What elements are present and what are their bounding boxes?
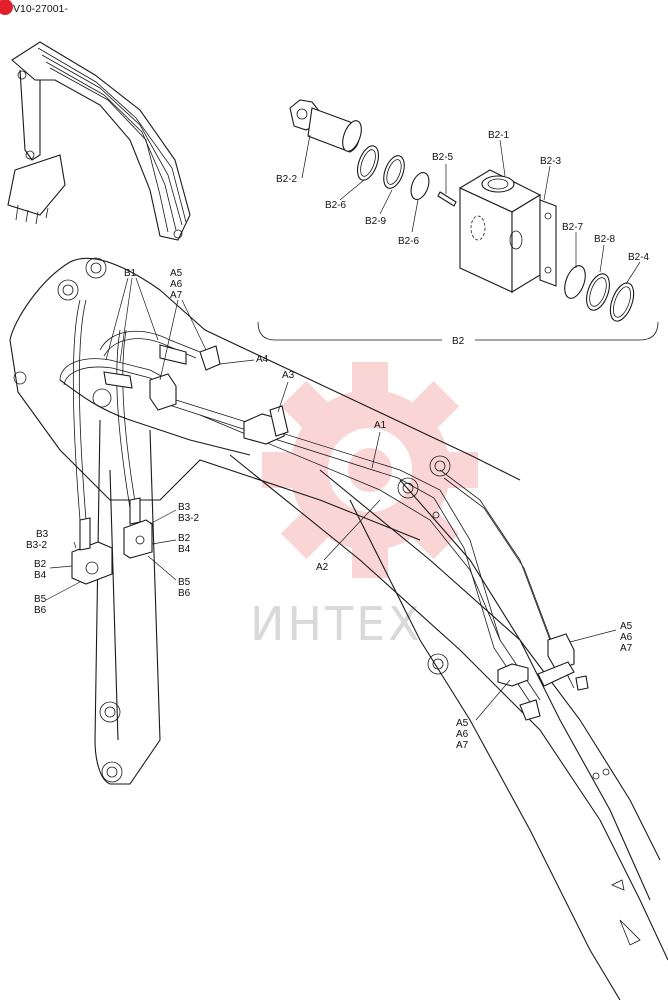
header-serial: V10-27001- [13, 3, 68, 15]
label-b2-5: B2-5 [432, 152, 454, 163]
label-b2-mid: B2 [178, 533, 191, 544]
label-b2-9: B2-9 [365, 216, 387, 227]
part-b2-3-bracket [539, 199, 557, 287]
label-b3-left: B3 [36, 529, 49, 540]
label-a5-right: A5 [620, 621, 633, 632]
label-a7-low: A7 [456, 740, 469, 751]
label-b4-mid: B4 [178, 544, 191, 555]
part-b2-7-oring [564, 265, 586, 299]
label-b1: B1 [124, 268, 137, 279]
watermark-logo [262, 362, 478, 578]
label-b5-left: B5 [34, 594, 47, 605]
label-a5-top: A5 [170, 268, 183, 279]
callout-labels: B2-2 B2-6 B2-9 B2-5 B2-6 B2-1 B2-3 B2-7 … [26, 130, 650, 751]
b3-block-mid [123, 497, 153, 559]
b3-block-left [71, 517, 113, 585]
part-b2-1-block [458, 169, 542, 293]
label-a4: A4 [256, 354, 269, 365]
label-a6-low: A6 [456, 729, 469, 740]
label-a5-low: A5 [456, 718, 469, 729]
part-b2-8-ring [586, 273, 610, 311]
watermark-text: ИНТЕХ [250, 597, 423, 651]
label-b2-6b: B2-6 [398, 236, 420, 247]
part-b2-6-oring [356, 145, 380, 181]
label-b6-mid: B6 [178, 588, 191, 599]
part-b2-2-fitting [289, 99, 362, 153]
label-a6-right: A6 [620, 632, 633, 643]
boom-assembly [9, 257, 668, 1000]
label-b2-2: B2-2 [276, 174, 298, 185]
label-a3: A3 [282, 370, 295, 381]
label-b6-left: B6 [34, 605, 47, 616]
label-a7-top: A7 [170, 290, 183, 301]
label-b2-group: B2 [452, 336, 465, 347]
leader-lines [45, 277, 617, 721]
label-a7-right: A7 [620, 643, 633, 654]
label-a2: A2 [316, 562, 329, 573]
label-b2-6a: B2-6 [325, 200, 347, 211]
label-b3-2-mid: B3-2 [178, 513, 200, 524]
part-b2-4-snap-ring [609, 282, 635, 322]
b2-group-bracket [257, 321, 659, 341]
label-b2-8: B2-8 [594, 234, 616, 245]
part-b2-6-oring-2 [410, 172, 430, 200]
label-b2-7: B2-7 [562, 222, 584, 233]
label-b3-mid: B3 [178, 502, 191, 513]
part-b2-9-ring [383, 155, 405, 189]
label-b2-1: B2-1 [488, 130, 510, 141]
b2-exploded-detail [257, 99, 659, 341]
label-b4-left: B4 [34, 570, 47, 581]
label-a1: A1 [374, 420, 387, 431]
label-b5-mid: B5 [178, 577, 191, 588]
part-b2-5-pin [437, 191, 457, 207]
label-b2-left: B2 [34, 559, 47, 570]
label-b2-3: B2-3 [540, 156, 562, 167]
label-b3-2-left: B3-2 [26, 540, 48, 551]
label-b2-4: B2-4 [628, 252, 650, 263]
label-a6-top: A6 [170, 279, 183, 290]
header-badge-icon [0, 0, 13, 15]
arm-overview-illustration [7, 41, 191, 241]
